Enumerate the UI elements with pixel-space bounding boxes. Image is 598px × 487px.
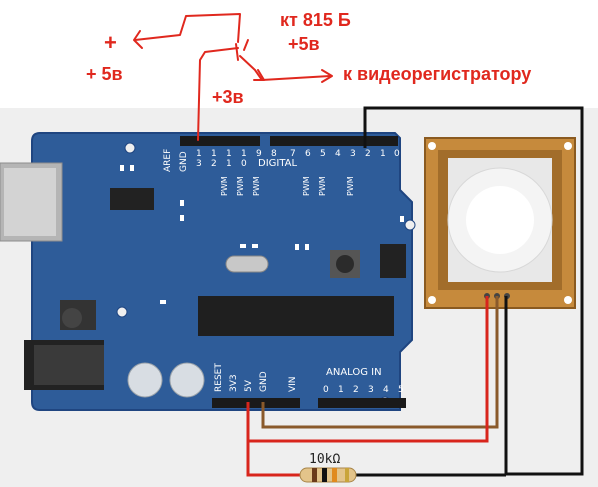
5v-label: 5V bbox=[244, 379, 254, 392]
pin-label: 3 bbox=[196, 159, 202, 169]
analog-pin-label: 4 bbox=[383, 385, 389, 395]
wire-red bbox=[246, 296, 489, 443]
pin-label: 1 bbox=[211, 149, 217, 159]
pin-label: 6 bbox=[305, 149, 311, 159]
transistor-label: кт 815 Б bbox=[280, 10, 351, 30]
silkscreen-dots bbox=[120, 165, 404, 304]
digital-label: DIGITAL bbox=[258, 158, 298, 169]
analog-pin-label: 5 bbox=[398, 385, 404, 395]
sensor-hole bbox=[428, 142, 436, 150]
pin-label: 1 bbox=[380, 149, 386, 159]
digital-header-right bbox=[270, 136, 398, 146]
capacitor bbox=[127, 362, 163, 398]
emitter-tip bbox=[253, 69, 265, 81]
sensor-hole bbox=[564, 296, 572, 304]
analog-pin-label: 2 bbox=[353, 385, 359, 395]
pwm-label: PWM bbox=[236, 176, 245, 196]
resistor-band bbox=[345, 468, 349, 482]
power-header bbox=[212, 398, 300, 408]
resistor-label: 10kΩ bbox=[309, 452, 340, 467]
gnd-label: GND bbox=[179, 151, 189, 172]
analog-header bbox=[318, 398, 406, 408]
transistor-mark bbox=[243, 39, 249, 51]
gnd-bottom-label: GND bbox=[259, 371, 269, 392]
transistor-body bbox=[235, 43, 239, 61]
analog-in-label: ANALOG IN bbox=[326, 367, 382, 378]
sensor-dome-center bbox=[466, 186, 534, 254]
reset-label: RESET bbox=[214, 363, 224, 392]
plus-3v-label: +3в bbox=[212, 87, 244, 107]
aref-label: AREF bbox=[163, 149, 173, 172]
usb-connector-inner bbox=[4, 168, 56, 236]
pin-label: 3 bbox=[350, 149, 356, 159]
pin-label: 1 bbox=[226, 149, 232, 159]
analog-pin-label: 1 bbox=[338, 385, 344, 395]
reset-button bbox=[336, 255, 354, 273]
sensor-hole bbox=[428, 296, 436, 304]
power-jack-inner bbox=[34, 345, 104, 385]
analog-pin-label: 0 bbox=[323, 385, 329, 395]
pin-label: 9 bbox=[256, 149, 262, 159]
handdrawn-wires bbox=[133, 13, 333, 141]
pin-label: 8 bbox=[271, 149, 277, 159]
pwm-label: PWM bbox=[318, 176, 327, 196]
atmega-chip bbox=[198, 296, 394, 336]
pin-label: 7 bbox=[290, 149, 296, 159]
pin-label: 1 bbox=[241, 149, 247, 159]
usb-chip bbox=[110, 188, 154, 210]
wire-red-resistor-left bbox=[246, 441, 300, 477]
emitter-arrow bbox=[321, 69, 333, 83]
crystal bbox=[225, 255, 269, 273]
pwm-label: PWM bbox=[302, 176, 311, 196]
wire-brown bbox=[261, 296, 499, 429]
resistor: 10kΩ bbox=[299, 452, 357, 483]
mounting-hole bbox=[124, 142, 136, 154]
pwm-label: PWM bbox=[252, 176, 261, 196]
digital-header-left bbox=[180, 136, 260, 146]
plus-5v-left-label: + 5в bbox=[86, 64, 123, 84]
pin-label: 4 bbox=[335, 149, 341, 159]
wires bbox=[246, 106, 584, 477]
pin-label: 1 bbox=[226, 159, 232, 169]
plus-sign: + bbox=[104, 30, 117, 55]
analog-pin-label: 3 bbox=[368, 385, 374, 395]
pir-sensor bbox=[424, 137, 576, 309]
vin-label: VIN bbox=[288, 376, 298, 392]
resistor-band bbox=[322, 468, 327, 482]
sensor-hole bbox=[564, 142, 572, 150]
pin-label: 2 bbox=[365, 149, 371, 159]
pin-label: 2 bbox=[211, 159, 217, 169]
pwm-label: PWM bbox=[346, 176, 355, 196]
mounting-hole bbox=[404, 219, 416, 231]
pwm-label: PWM bbox=[220, 176, 229, 196]
pin-label: 1 bbox=[196, 149, 202, 159]
regulator-body bbox=[62, 308, 82, 328]
pin-label: 0 bbox=[241, 159, 247, 169]
pin-label: 5 bbox=[320, 149, 326, 159]
collector-wire bbox=[134, 13, 241, 43]
arduino-board: AREF GND 1 1 1 1 9 8 3 2 1 0 7 6 5 4 3 2… bbox=[0, 132, 416, 411]
pin-label: 0 bbox=[394, 149, 400, 159]
dvr-label: к видеорегистратору bbox=[343, 64, 531, 84]
base-wire bbox=[197, 47, 239, 141]
capacitor bbox=[169, 362, 205, 398]
plus-5v-right-label: +5в bbox=[288, 34, 320, 54]
3v3-label: 3V3 bbox=[229, 374, 239, 392]
icsp-header bbox=[380, 244, 406, 278]
emitter-wire bbox=[239, 55, 331, 81]
mounting-hole bbox=[116, 306, 128, 318]
plus-arrow bbox=[133, 30, 143, 49]
resistor-band bbox=[312, 468, 317, 482]
resistor-band bbox=[332, 468, 337, 482]
